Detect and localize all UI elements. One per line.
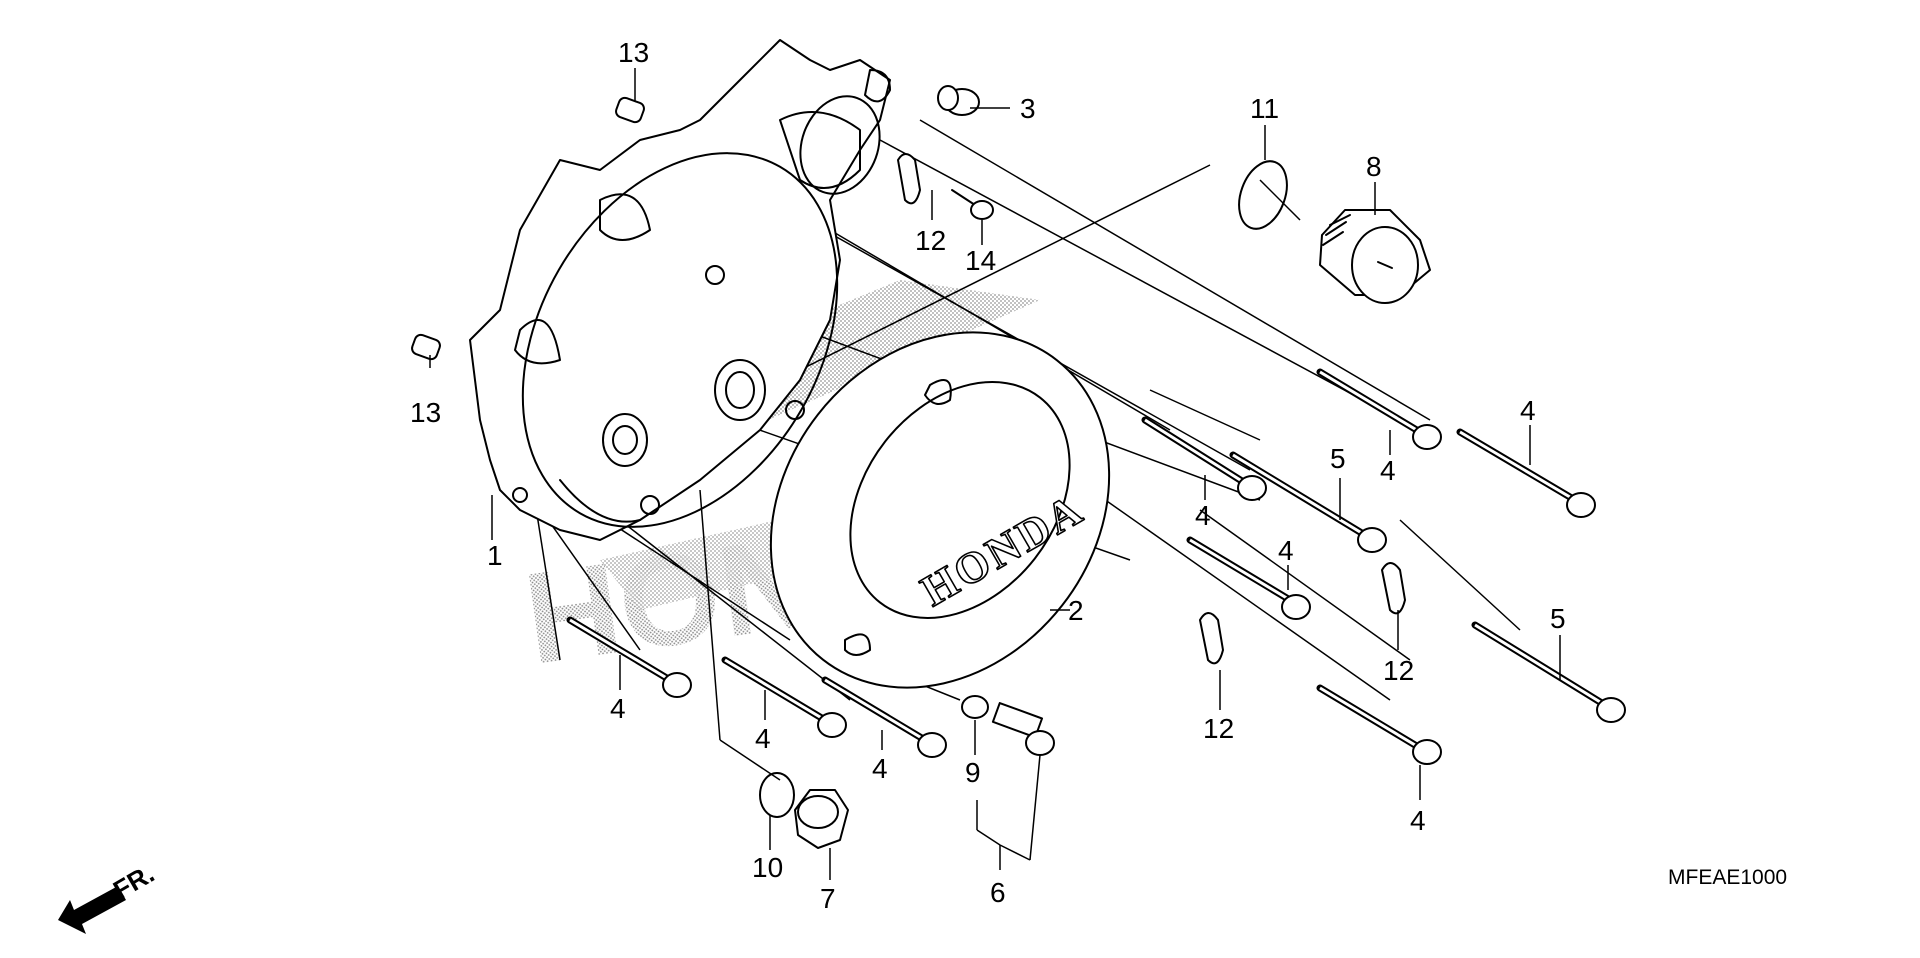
bolt-part-6 [991,702,1055,756]
diagram-code: MFEAE1000 [1668,866,1787,889]
bolt-part-5 [1471,621,1626,723]
bolt-part-14 [951,189,994,220]
callout-5-a: 5 [1330,443,1346,474]
plug-part-7 [794,789,849,849]
callout-leaders [429,68,1561,880]
callout-10: 10 [752,852,783,883]
crankcase-cover-part-1 [469,39,891,541]
callout-4-c: 4 [1195,500,1211,531]
bolt-part-4 [1456,428,1596,518]
filler-cap-part-8 [1319,209,1431,304]
callout-12-top: 12 [915,225,946,256]
callout-4-d: 4 [1278,535,1294,566]
arrow-icon [58,886,126,934]
plug-part-3 [937,85,980,116]
clutch-cover-part-2: HONDA [769,331,1111,689]
callout-4-a: 4 [1380,455,1396,486]
callout-12-low: 12 [1203,713,1234,744]
callout-2: 2 [1068,595,1084,626]
front-direction-arrow: FR. [58,858,159,934]
o-ring-part-10 [759,772,795,818]
clamp-part-12-mid [1381,562,1406,615]
callout-4-g: 4 [755,723,771,754]
bolt-part-4 [566,616,692,698]
callout-14: 14 [965,245,996,276]
dowel-pin-part-13-left [411,333,441,361]
callout-6: 6 [990,877,1006,908]
callout-1: 1 [487,540,503,571]
callout-9: 9 [965,757,981,788]
clamp-part-12-top [897,153,921,205]
callout-4-b: 4 [1520,395,1536,426]
callout-4-e: 4 [1410,805,1426,836]
callout-labels: 1 2 3 13 13 11 8 12 14 4 4 4 5 4 12 5 12… [410,37,1566,914]
callout-8: 8 [1366,151,1382,182]
bolt-part-4 [821,676,947,758]
callout-4-h: 4 [872,753,888,784]
callout-5-b: 5 [1550,603,1566,634]
callout-13-left: 13 [410,397,441,428]
washer-part-9 [961,695,989,719]
callout-11: 11 [1250,93,1279,124]
callout-7: 7 [820,883,836,914]
callout-3: 3 [1020,93,1036,124]
o-ring-part-11 [1238,160,1288,230]
flange-bolts [566,368,1626,765]
clamp-part-12-low [1199,612,1224,665]
callout-13-top: 13 [618,37,649,68]
callout-4-f: 4 [610,693,626,724]
bolt-part-4 [1316,684,1442,765]
bolt-part-4 [1186,536,1311,620]
bolt-part-4 [721,656,847,738]
bolt-part-5 [1229,451,1387,553]
dowel-pin-part-13-top [615,96,645,124]
bolt-part-4 [1141,416,1267,501]
callout-12-mid: 12 [1383,655,1414,686]
bolt-part-4 [1316,368,1442,450]
